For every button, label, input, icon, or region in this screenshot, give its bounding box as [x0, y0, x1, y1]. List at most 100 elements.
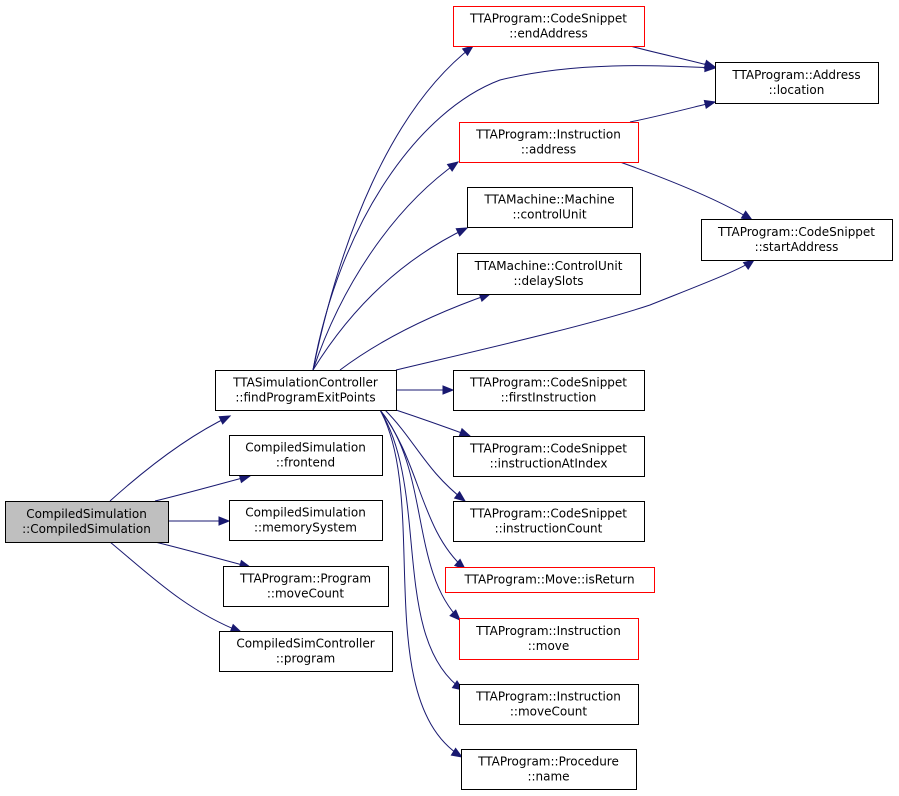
edge-findProgramExitPoints-to-instructionMove: [379, 409, 461, 621]
node-label-line: ::frontend: [276, 456, 335, 470]
edge-findProgramExitPoints-to-endAddress: [312, 45, 475, 371]
edges-layer: [109, 45, 756, 758]
arrowhead-icon: [742, 259, 756, 270]
edge-line: [379, 409, 463, 758]
arrowhead-icon: [703, 99, 717, 110]
node-label-line: TTASimulationController: [232, 376, 378, 390]
node-findProgramExitPoints[interactable]: TTASimulationController::findProgramExit…: [215, 370, 397, 411]
edge-line: [384, 409, 466, 502]
edge-endAddress-to-location: [629, 45, 717, 69]
edge-line: [109, 541, 242, 633]
node-label-line: ::moveCount: [510, 705, 588, 719]
node-endAddress[interactable]: TTAProgram::CodeSnippet::endAddress: [453, 6, 645, 47]
arrowhead-icon: [703, 59, 717, 69]
node-root[interactable]: CompiledSimulation::CompiledSimulation: [5, 501, 169, 543]
node-label-line: TTAProgram::CodeSnippet: [469, 507, 627, 521]
edge-line: [629, 101, 716, 123]
node-memorySystem[interactable]: CompiledSimulation::memorySystem: [229, 500, 383, 541]
arrowhead-icon: [446, 161, 460, 172]
node-label-line: ::controlUnit: [512, 208, 586, 222]
arrowhead-icon: [461, 45, 475, 57]
edge-findProgramExitPoints-to-controlUnit: [312, 227, 469, 371]
edge-instructionAddress-to-startAddress: [619, 161, 754, 221]
arrowhead-icon: [218, 415, 232, 425]
node-label-line: ::instructionCount: [495, 522, 603, 536]
node-delaySlots[interactable]: TTAMachine::ControlUnit::delaySlots: [457, 253, 641, 295]
node-label-line: ::endAddress: [509, 27, 587, 41]
edge-line: [312, 161, 459, 371]
edge-line: [339, 293, 491, 371]
arrowhead-icon: [218, 516, 231, 526]
edge-findProgramExitPoints-to-isReturn: [379, 409, 467, 570]
edge-root-to-memorySystem: [167, 516, 231, 526]
node-label-line: ::CompiledSimulation: [22, 522, 151, 536]
node-instructionAtIndex[interactable]: TTAProgram::CodeSnippet::instructionAtIn…: [453, 436, 645, 477]
node-box: [459, 618, 639, 660]
node-location[interactable]: TTAProgram::Address::location: [715, 62, 879, 104]
nodes-layer: CompiledSimulation::CompiledSimulationTT…: [5, 6, 893, 790]
node-instructionMove[interactable]: TTAProgram::Instruction::move: [459, 618, 639, 660]
edge-line: [312, 227, 468, 371]
node-box: [459, 684, 639, 725]
arrowhead-icon: [449, 609, 461, 621]
node-label-line: ::address: [521, 143, 576, 157]
node-firstInstruction[interactable]: TTAProgram::CodeSnippet::firstInstructio…: [453, 370, 645, 411]
node-box: [229, 500, 383, 541]
arrowhead-icon: [740, 210, 754, 221]
node-instructionMoveCount[interactable]: TTAProgram::Instruction::moveCount: [459, 684, 639, 725]
arrowhead-icon: [458, 427, 472, 437]
edge-root-to-programMoveCount: [154, 541, 252, 569]
node-label-line: ::memorySystem: [254, 521, 357, 535]
node-label-line: ::program: [276, 652, 335, 666]
arrowhead-icon: [450, 747, 464, 758]
node-label-line: TTAProgram::CodeSnippet: [717, 225, 875, 239]
edge-line: [629, 45, 716, 68]
edge-findProgramExitPoints-to-firstInstruction: [396, 385, 455, 395]
node-box: [5, 501, 169, 543]
node-instructionCount[interactable]: TTAProgram::CodeSnippet::instructionCoun…: [453, 501, 645, 542]
node-label-line: TTAProgram::CodeSnippet: [469, 376, 627, 390]
node-box: [453, 370, 645, 411]
node-controllerProgram[interactable]: CompiledSimController::program: [219, 631, 393, 672]
node-controlUnit[interactable]: TTAMachine::Machine::controlUnit: [467, 187, 633, 228]
node-isReturn[interactable]: TTAProgram::Move::isReturn: [445, 567, 655, 593]
edge-findProgramExitPoints-to-startAddress: [395, 259, 756, 371]
node-label-line: TTAProgram::CodeSnippet: [469, 12, 627, 26]
edge-line: [379, 409, 466, 570]
node-box: [715, 62, 879, 104]
node-label-line: TTAProgram::Procedure: [477, 755, 619, 769]
node-box: [457, 253, 641, 295]
node-procedureName[interactable]: TTAProgram::Procedure::name: [461, 749, 637, 790]
node-label-line: ::delaySlots: [513, 274, 583, 288]
node-label-line: CompiledSimulation: [245, 506, 366, 520]
arrowhead-icon: [229, 623, 243, 633]
node-box: [459, 122, 639, 163]
node-label-line: TTAMachine::Machine: [483, 193, 614, 207]
node-instructionAddress[interactable]: TTAProgram::Instruction::address: [459, 122, 639, 163]
edge-line: [395, 259, 755, 371]
arrowhead-icon: [455, 227, 469, 237]
edge-line: [154, 541, 251, 568]
node-label-line: ::startAddress: [755, 240, 839, 254]
edge-line: [379, 409, 461, 621]
node-startAddress[interactable]: TTAProgram::CodeSnippet::startAddress: [701, 219, 893, 261]
edge-findProgramExitPoints-to-instructionAddress: [312, 161, 460, 371]
node-label-line: ::moveCount: [267, 587, 345, 601]
node-box: [453, 6, 645, 47]
edge-line: [154, 475, 251, 502]
node-label-line: ::findProgramExitPoints: [235, 391, 375, 405]
node-box: [453, 436, 645, 477]
node-label-line: TTAProgram::CodeSnippet: [469, 442, 627, 456]
node-frontend[interactable]: CompiledSimulation::frontend: [229, 435, 383, 476]
node-label-line: ::instructionAtIndex: [490, 457, 608, 471]
node-programMoveCount[interactable]: TTAProgram::Program::moveCount: [223, 566, 389, 607]
node-label-line: TTAProgram::Move::isReturn: [463, 573, 634, 587]
edge-instructionAddress-to-location: [629, 99, 717, 123]
edge-root-to-findProgramExitPoints: [109, 415, 232, 502]
node-label-line: TTAProgram::Instruction: [475, 624, 621, 638]
node-label-line: ::name: [527, 770, 569, 784]
node-label-line: TTAProgram::Address: [731, 68, 860, 82]
node-label-line: TTAMachine::ControlUnit: [474, 259, 623, 273]
edge-line: [312, 65, 716, 371]
